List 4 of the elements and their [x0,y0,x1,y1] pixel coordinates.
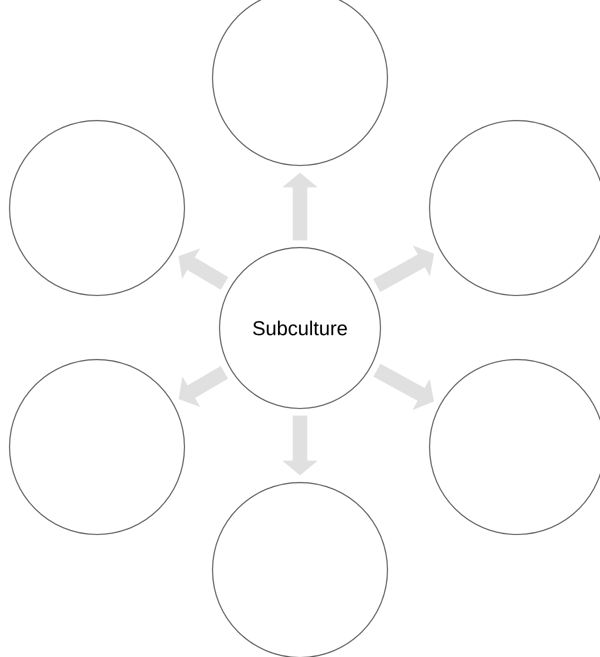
circle-node: Subculture [219,247,381,409]
block-arrow [178,366,228,408]
empty-circle [9,359,185,535]
empty-circle [9,120,185,296]
